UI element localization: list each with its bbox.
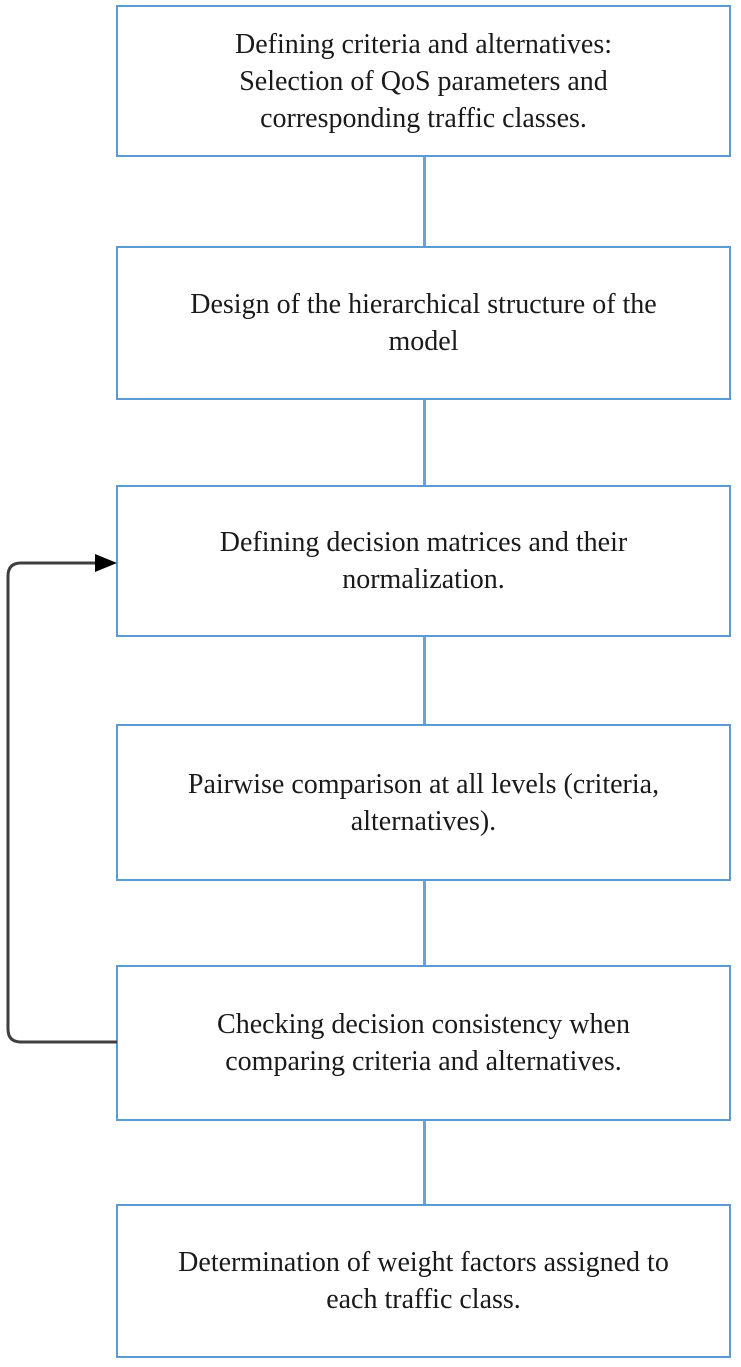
flow-step-label: Checking decision consistency when compa… [217,1009,630,1077]
flow-step-hierarchical-structure: Design of the hierarchical structure of … [116,246,731,400]
connector-step4-step5 [423,881,426,967]
connector-step1-step2 [423,157,426,248]
connector-step5-step6 [423,1121,426,1206]
flow-step-pairwise-comparison: Pairwise comparison at all levels (crite… [116,724,731,881]
flow-step-decision-matrices: Defining decision matrices and their nor… [116,485,731,637]
arrowhead-icon [95,554,117,572]
flow-step-label: Determination of weight factors assigned… [178,1247,669,1315]
flow-step-label: Pairwise comparison at all levels (crite… [187,768,660,837]
flow-step-weight-factors: Determination of weight factors assigned… [116,1204,731,1358]
flow-step-label: Defining decision matrices and their nor… [219,527,628,595]
connector-step3-step4 [423,637,426,726]
flow-step-label: Design of the hierarchical structure of … [190,289,657,357]
flow-step-label: Defining criteria and alternatives: Sele… [234,28,613,134]
connector-step2-step3 [423,400,426,487]
flow-step-defining-criteria: Defining criteria and alternatives: Sele… [116,5,731,157]
flow-step-consistency-check: Checking decision consistency when compa… [116,965,731,1121]
